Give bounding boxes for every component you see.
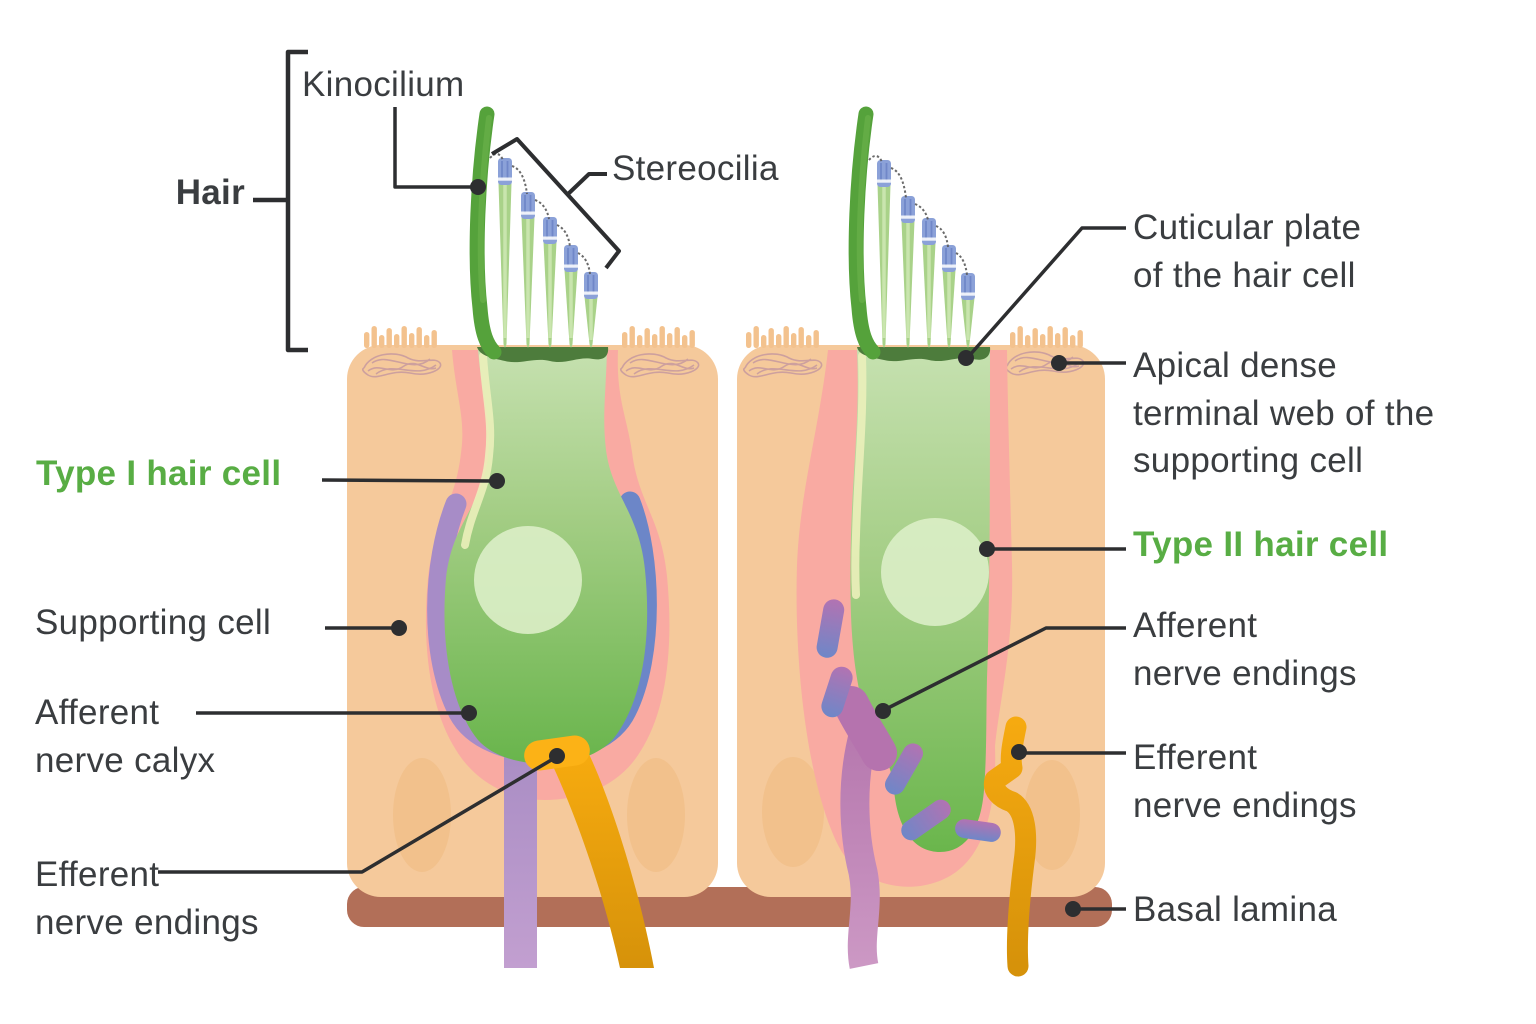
stereocilia-tick <box>565 172 607 197</box>
label-type-i-hair-cell: Type I hair cell <box>36 454 282 493</box>
leader-type-i <box>321 478 493 483</box>
label-afferent-nerve-endings-right: Afferent nerve endings <box>1133 606 1357 693</box>
label-cuticular-plate: Cuticular plate of the hair cell <box>1133 208 1362 295</box>
leader-kinocilium <box>393 107 471 189</box>
label-efferent-nerve-endings-right: Efferent nerve endings <box>1133 738 1357 825</box>
label-efferent-nerve-endings-left: Efferent nerve endings <box>35 855 259 942</box>
type-i-hair-cell-shape <box>444 349 648 764</box>
leader-dots <box>391 179 1081 917</box>
label-hair: Hair <box>175 173 245 212</box>
stereocilium <box>498 158 512 348</box>
afferent-fiber-right <box>840 728 880 969</box>
label-type-ii-hair-cell: Type II hair cell <box>1133 525 1389 564</box>
hair-bundle-right <box>848 106 975 360</box>
stereocilium <box>922 218 936 348</box>
afferent-endings-right-shape <box>816 599 1001 842</box>
label-stereocilia: Stereocilia <box>612 149 779 188</box>
stereocilium <box>942 245 956 348</box>
kinocilium-right <box>848 106 881 360</box>
cuticular-plate-left <box>477 347 609 363</box>
label-apical-dense-terminal-web: Apical dense terminal web of the support… <box>1133 346 1435 481</box>
stereocilium <box>543 217 557 348</box>
leader-afferent-right <box>887 626 1126 710</box>
label-afferent-nerve-calyx: Afferent nerve calyx <box>35 693 216 780</box>
hair-bundle-left <box>469 106 598 360</box>
label-kinocilium: Kinocilium <box>302 65 465 104</box>
cuticular-plate-right <box>857 347 991 362</box>
leader-efferent-left <box>158 757 554 874</box>
type-ii-hair-cell-shape <box>850 349 990 852</box>
stereocilium <box>877 160 891 348</box>
efferent-ending-right-shape <box>983 716 1037 977</box>
kinocilium-left <box>469 106 502 360</box>
label-basal-lamina: Basal lamina <box>1133 890 1337 929</box>
tip-links-right <box>868 155 968 276</box>
stereocilium <box>961 273 975 348</box>
label-supporting-cell: Supporting cell <box>35 603 272 642</box>
stereocilium <box>584 272 598 348</box>
stereocilium <box>521 192 535 348</box>
type-ii-nucleus <box>881 518 989 626</box>
stereocilium <box>564 245 578 348</box>
leader-lines <box>158 49 1126 911</box>
type-i-nucleus <box>474 526 582 634</box>
stereocilium <box>901 196 915 348</box>
tip-links-left <box>489 153 591 275</box>
leader-cuticular-plate <box>967 226 1126 358</box>
microvilli <box>364 326 1083 348</box>
